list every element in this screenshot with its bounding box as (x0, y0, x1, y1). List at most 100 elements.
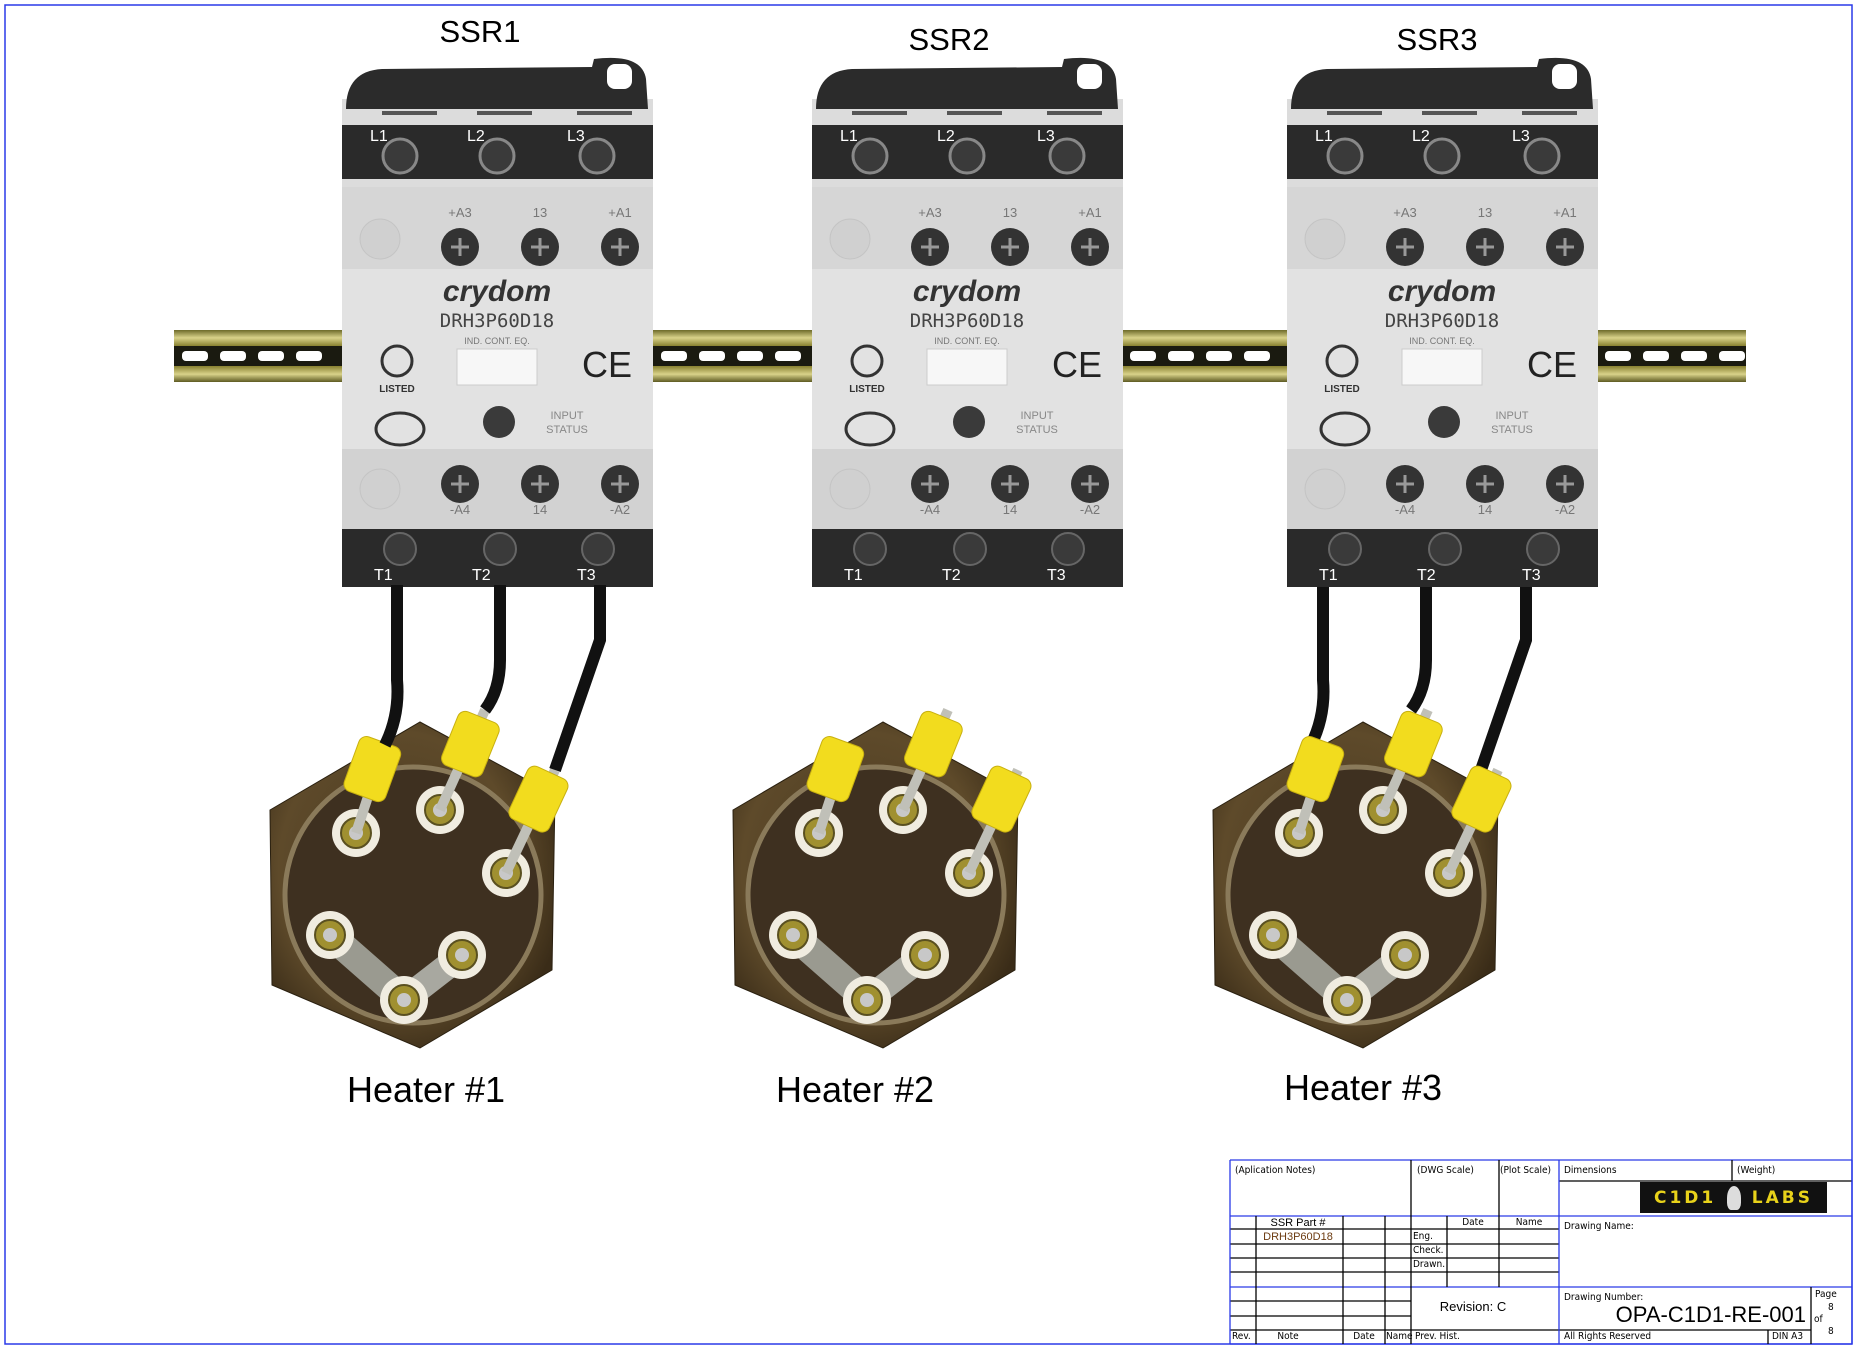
load-terminal-label: T3 (577, 567, 596, 584)
din-rail-hole (1681, 351, 1707, 361)
line-terminal-label: L3 (1037, 128, 1055, 145)
terminal-screw-icon (478, 137, 516, 175)
ssr-top-cap (1291, 57, 1593, 109)
load-terminal-screw-icon (1328, 532, 1362, 566)
check-label: Check. (1413, 1245, 1444, 1256)
ssr-slot (1422, 111, 1477, 115)
heater-label: Heater #2 (775, 1069, 935, 1110)
page-current: 8 (1828, 1302, 1834, 1313)
control-terminal-label: +A3 (1393, 205, 1417, 220)
din-rail (174, 330, 1746, 382)
eng-label: Eng. (1413, 1231, 1433, 1242)
load-terminal-screw-icon (1526, 532, 1560, 566)
listed-label: LISTED (379, 384, 415, 395)
ssr-blank-terminal (359, 468, 401, 510)
line-terminal-label: L2 (937, 128, 955, 145)
ssr-top-cap (816, 57, 1118, 109)
heater-stud (786, 928, 800, 942)
drawing-name-label: Drawing Name: (1564, 1221, 1634, 1232)
screw-slot (921, 475, 939, 493)
date-header: Date (1462, 1217, 1484, 1228)
din-rail-hole (699, 351, 725, 361)
control-terminal-label: +A1 (608, 205, 632, 220)
control-terminal-label: 14 (1003, 502, 1017, 517)
page-total: 8 (1828, 1326, 1834, 1337)
load-terminal-label: T1 (1319, 567, 1338, 584)
ul-mark-icon (850, 344, 884, 378)
ssr-mount-hole (1077, 64, 1102, 89)
wire (549, 585, 606, 772)
ccc-mark-icon (374, 411, 426, 447)
din-rail-slot (653, 346, 812, 366)
din-rail-hole (1206, 351, 1232, 361)
yellow-crimp-sleeve (806, 736, 865, 803)
listed-label: LISTED (1324, 384, 1360, 395)
ssr-part-header: SSR Part # (1270, 1217, 1326, 1229)
load-terminal-label: T3 (1522, 567, 1541, 584)
ccc-mark-icon (1319, 411, 1371, 447)
heater-stud (918, 948, 932, 962)
control-terminal-label: +A3 (448, 205, 472, 220)
terminal-screw-icon (1326, 137, 1364, 175)
din-rail-hole (1244, 351, 1270, 361)
screw-slot (1476, 238, 1494, 256)
din-rail-hole (1605, 351, 1631, 361)
control-terminal-label: 13 (1478, 205, 1492, 220)
page-label: Page (1815, 1289, 1837, 1300)
drawing-number-label: Drawing Number: (1564, 1292, 1644, 1303)
load-terminal-screw-icon (1428, 532, 1462, 566)
screw-slot (1396, 475, 1414, 493)
din-rail-hole (1168, 351, 1194, 361)
wire (1406, 585, 1432, 714)
yellow-crimp-sleeve (1451, 765, 1512, 833)
page-of: of (1814, 1314, 1823, 1325)
screw-slot (451, 238, 469, 256)
ssr-part-value: DRH3P60D18 (1263, 1231, 1333, 1243)
terminal-screw-icon (381, 137, 419, 175)
ssr-slot (852, 111, 907, 115)
line-terminal-label: L1 (370, 128, 388, 145)
input-status-led (1428, 406, 1460, 438)
ssr-label: SSR3 (1396, 22, 1478, 57)
label-window (926, 348, 1008, 386)
screw-slot (1396, 238, 1414, 256)
ssr-slot (1522, 111, 1577, 115)
ce-mark: CE (1527, 344, 1577, 385)
line-terminal-label: L3 (1512, 128, 1530, 145)
control-terminal-label: -A4 (1395, 502, 1415, 517)
terminal-screw-icon (1048, 137, 1086, 175)
ssr-slot (477, 111, 532, 115)
din-rail-hole (661, 351, 687, 361)
control-terminal-label: -A2 (1080, 502, 1100, 517)
ssr-slot (1047, 111, 1102, 115)
yellow-crimp-sleeve (971, 765, 1032, 833)
screw-slot (1556, 475, 1574, 493)
ssr-top-cap (346, 57, 648, 109)
input-status-label: INPUT (551, 410, 584, 422)
control-terminal-label: -A2 (610, 502, 630, 517)
screw-slot (451, 475, 469, 493)
model-subtitle: IND. CONT. EQ. (1409, 336, 1475, 346)
load-terminal-screw-icon (1051, 532, 1085, 566)
screw-slot (531, 475, 549, 493)
heater-1 (269, 707, 569, 1049)
load-terminal-label: T1 (374, 567, 393, 584)
screw-slot (1001, 475, 1019, 493)
din-rail-hole (182, 351, 208, 361)
load-terminal-screw-icon (853, 532, 887, 566)
logo-figure-icon (1727, 1185, 1742, 1210)
input-status-led (483, 406, 515, 438)
heater-stud (455, 948, 469, 962)
screw-slot (1081, 475, 1099, 493)
line-terminal-label: L1 (1315, 128, 1333, 145)
ul-mark-icon (1325, 344, 1359, 378)
yellow-crimp-sleeve (441, 710, 500, 778)
load-terminal-screw-icon (953, 532, 987, 566)
ce-mark: CE (582, 344, 632, 385)
control-terminal-label: 13 (1003, 205, 1017, 220)
